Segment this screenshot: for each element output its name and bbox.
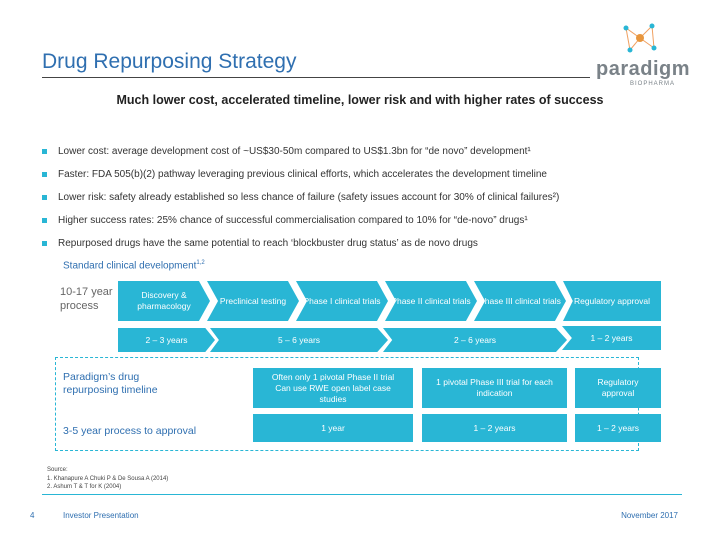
- title-divider: [42, 77, 590, 78]
- standard-process-duration: 10-17 year process: [60, 286, 113, 312]
- page-title: Drug Repurposing Strategy: [42, 50, 297, 73]
- duration-approval: 1 – 2 years: [562, 326, 661, 350]
- phase-discovery: Discovery & pharmacology: [118, 281, 210, 321]
- paradigm-duration-phase3: 1 – 2 years: [422, 414, 567, 442]
- phase-1-trials: Phase I clinical trials: [296, 281, 388, 321]
- paradigm-duration-phase2: 1 year: [253, 414, 413, 442]
- standard-development-label: Standard clinical development1,2: [63, 260, 205, 272]
- benefit-list: Lower cost: average development cost of …: [42, 146, 702, 261]
- paradigm-duration-approval: 1 – 2 years: [575, 414, 661, 442]
- footer-title: Investor Presentation: [63, 511, 139, 520]
- duration-discovery: 2 – 3 years: [118, 328, 215, 352]
- footer-divider: [42, 494, 682, 495]
- list-item: Higher success rates: 25% chance of succ…: [42, 215, 702, 238]
- bullet-icon: [42, 218, 47, 223]
- list-item: Lower risk: safety already established s…: [42, 192, 702, 215]
- footer-date: November 2017: [621, 511, 678, 520]
- phase-3-trials: Phase III clinical trials: [474, 281, 566, 321]
- phase-preclinical: Preclinical testing: [207, 281, 299, 321]
- page-number: 4: [30, 511, 35, 520]
- paradigm-timeline-label: Paradigm’s drug repurposing timeline: [63, 371, 158, 396]
- list-item: Faster: FDA 505(b)(2) pathway leveraging…: [42, 169, 702, 192]
- bullet-icon: [42, 149, 47, 154]
- list-item: Repurposed drugs have the same potential…: [42, 238, 702, 261]
- duration-phase2-phase3: 2 – 6 years: [383, 328, 567, 352]
- paradigm-network-icon: [623, 23, 657, 53]
- paradigm-regulatory-approval: Regulatory approval: [575, 368, 661, 408]
- duration-preclinical-phase1: 5 – 6 years: [210, 328, 388, 352]
- bullet-icon: [42, 241, 47, 246]
- slide-subtitle: Much lower cost, accelerated timeline, l…: [116, 93, 604, 107]
- phase-regulatory-approval: Regulatory approval: [563, 281, 661, 321]
- phase-2-trials: Phase II clinical trials: [385, 281, 477, 321]
- company-logo: paradigm BIOPHARMA: [596, 18, 690, 88]
- bullet-icon: [42, 195, 47, 200]
- logo-wordmark: paradigm: [596, 58, 691, 80]
- logo-subtitle: BIOPHARMA: [630, 81, 676, 87]
- list-item: Lower cost: average development cost of …: [42, 146, 702, 169]
- source-notes: Source: 1. Khanapure A Chuki P & De Sous…: [47, 467, 169, 490]
- paradigm-phase-2-trial: Often only 1 pivotal Phase II trial Can …: [253, 368, 413, 408]
- paradigm-phase-3-trial: 1 pivotal Phase III trial for each indic…: [422, 368, 567, 408]
- paradigm-process-duration: 3-5 year process to approval: [63, 425, 197, 437]
- bullet-icon: [42, 172, 47, 177]
